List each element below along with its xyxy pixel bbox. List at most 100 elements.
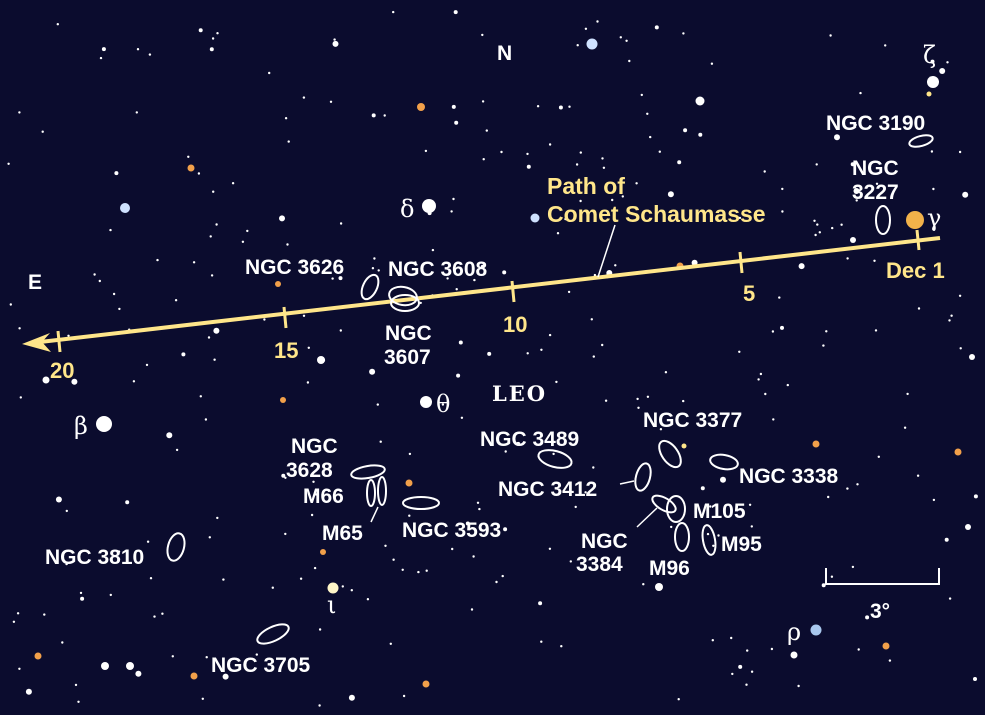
date-label-5: 5: [743, 281, 755, 306]
background-star: [446, 277, 449, 280]
background-star: [419, 301, 422, 305]
galaxy-m66-label: M66: [303, 485, 344, 508]
background-star: [166, 432, 173, 439]
background-star: [637, 406, 640, 409]
background-star: [969, 354, 975, 360]
background-star: [586, 38, 598, 50]
background-star: [834, 134, 840, 141]
background-star: [174, 299, 178, 302]
background-star: [213, 358, 216, 361]
background-star: [281, 473, 286, 478]
background-star: [556, 232, 560, 235]
background-star: [746, 649, 749, 652]
background-star: [392, 10, 395, 14]
background-star: [854, 123, 857, 127]
background-star: [216, 32, 219, 35]
background-star: [538, 601, 543, 606]
comet-path-line: [39, 236, 941, 344]
background-star: [625, 39, 628, 42]
background-star: [780, 325, 784, 330]
background-star: [211, 37, 215, 40]
background-star: [197, 172, 201, 175]
date-label-10: 10: [503, 312, 527, 337]
scale-bar-label: 3°: [870, 600, 890, 623]
galaxy-ngc3607-ellipse: [390, 294, 420, 312]
background-star: [93, 273, 96, 276]
background-star: [655, 583, 663, 591]
galaxy-ngc3190-ellipse: [908, 134, 934, 148]
background-star: [711, 639, 714, 642]
background-star: [302, 449, 305, 452]
date-label-dec1: Dec 1: [886, 258, 945, 283]
background-star: [813, 219, 816, 222]
background-star: [932, 498, 936, 502]
background-star: [148, 53, 152, 56]
background-star: [916, 474, 920, 477]
background-star: [61, 641, 64, 644]
star-beta: [96, 416, 112, 432]
background-star: [851, 565, 855, 569]
background-star: [601, 157, 604, 160]
galaxy-ngc3628-ellipse: [350, 464, 386, 480]
background-star: [770, 647, 774, 651]
background-star: [579, 151, 582, 154]
background-star: [932, 187, 935, 191]
background-star: [379, 440, 382, 443]
background-star: [212, 190, 215, 193]
background-star: [526, 164, 531, 169]
galaxy-ngc3384-label-line2: 3384: [576, 553, 623, 576]
background-star: [18, 667, 21, 670]
star-rho: [810, 624, 822, 636]
galaxy-ngc3227-ellipse: [875, 205, 891, 235]
galaxy-m105-ellipse: [666, 495, 686, 523]
galaxy-m65-ellipse: [377, 476, 387, 506]
background-star: [171, 655, 174, 658]
galaxy-ngc3338-label: NGC 3338: [739, 465, 839, 488]
background-star: [473, 278, 476, 282]
background-star: [458, 340, 463, 345]
background-star: [460, 416, 464, 419]
background-star: [376, 403, 379, 406]
galaxy-m66-ellipse: [366, 479, 376, 507]
background-star: [853, 188, 860, 194]
background-star: [314, 493, 318, 496]
background-star: [135, 111, 138, 114]
background-star: [664, 371, 668, 374]
galaxy-ngc3626-ellipse: [360, 273, 380, 301]
background-star: [246, 229, 249, 233]
background-star: [25, 688, 32, 695]
background-star: [695, 96, 705, 106]
background-star: [771, 330, 775, 333]
background-star: [42, 376, 50, 384]
background-star: [759, 372, 763, 376]
background-star: [472, 555, 475, 558]
background-star: [548, 333, 552, 337]
background-star: [930, 59, 935, 64]
path-tick-dec1: [915, 229, 921, 251]
background-star: [465, 521, 470, 526]
background-star: [339, 329, 342, 332]
background-star: [268, 71, 271, 75]
background-star: [401, 568, 404, 571]
background-star: [331, 277, 334, 280]
background-star: [263, 318, 266, 321]
background-star: [877, 455, 880, 458]
galaxy-ngc3384-label-line1: NGC: [581, 530, 628, 553]
background-star: [377, 269, 380, 272]
background-star: [677, 160, 682, 165]
path-label-leader: [597, 224, 616, 278]
background-star: [145, 363, 149, 367]
background-star: [667, 191, 674, 198]
background-star: [414, 261, 417, 264]
background-star: [307, 346, 310, 349]
background-star: [392, 558, 395, 561]
background-star: [614, 264, 617, 267]
background-star: [748, 503, 752, 506]
star-zeta: [927, 76, 939, 88]
galaxy-ngc3810-ellipse: [166, 532, 186, 562]
background-star: [348, 694, 355, 701]
background-star: [569, 560, 572, 563]
galaxy-ngc3607-label-line2: 3607: [384, 346, 431, 369]
background-star: [536, 105, 540, 108]
